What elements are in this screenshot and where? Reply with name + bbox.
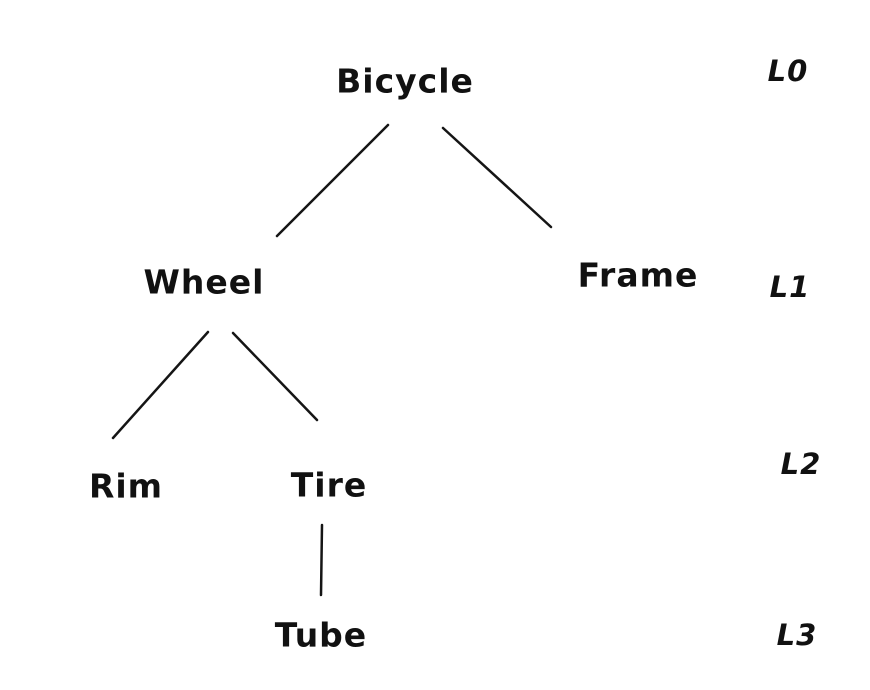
node-wheel: Wheel — [143, 262, 265, 302]
level-label-l1: L1 — [769, 270, 811, 304]
edge-wheel-rim — [111, 330, 210, 440]
node-frame: Frame — [577, 255, 699, 295]
level-label-l3: L3 — [776, 618, 818, 652]
edge-bicycle-wheel — [275, 123, 390, 238]
edge-tire-tube — [319, 523, 324, 597]
node-bicycle: Bicycle — [336, 61, 474, 101]
level-label-l0: L0 — [767, 54, 809, 88]
node-tire: Tire — [290, 465, 368, 505]
node-rim: Rim — [88, 466, 164, 506]
edge-bicycle-frame — [441, 126, 553, 229]
level-label-l2: L2 — [780, 447, 822, 481]
edge-wheel-tire — [231, 331, 319, 422]
node-tube: Tube — [274, 615, 368, 655]
